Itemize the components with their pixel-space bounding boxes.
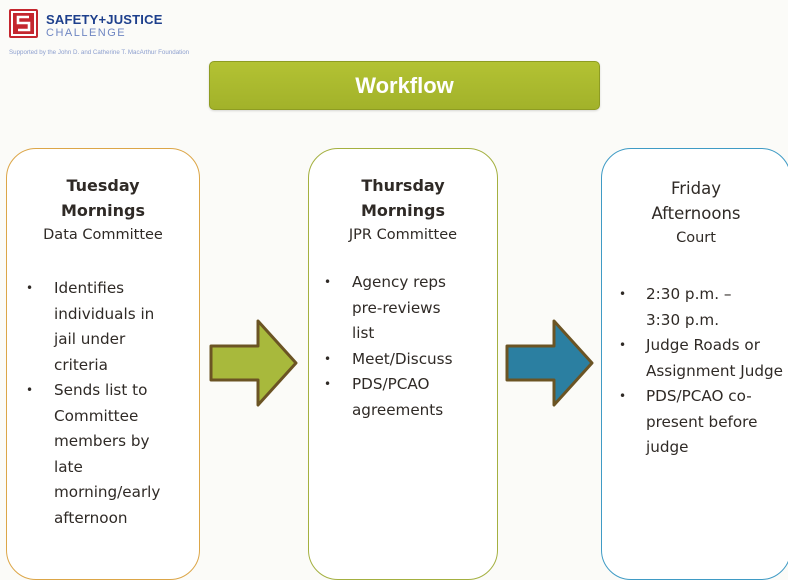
card-friday: Friday Afternoons Court 2:30 p.m. – 3:30…	[601, 148, 788, 580]
list-item: Meet/Discuss	[324, 347, 492, 373]
card-list: Identifies individuals in jail under cri…	[26, 276, 199, 531]
list-item: 2:30 p.m. – 3:30 p.m.	[619, 282, 758, 333]
logo: SAFETY+JUSTICE CHALLENGE Supported by th…	[9, 9, 229, 89]
card-title-line1: Friday	[670, 179, 721, 198]
right-arrow-icon	[505, 319, 594, 407]
list-item: Judge Roads or Assignment Judge	[619, 333, 784, 384]
card-list: 2:30 p.m. – 3:30 p.m. Judge Roads or Ass…	[619, 282, 788, 461]
logo-subtitle: CHALLENGE	[46, 27, 127, 39]
card-title-line1: Thursday	[361, 176, 445, 195]
workflow-banner: Workflow	[209, 61, 600, 110]
card-title-line2: Afternoons	[651, 204, 741, 223]
logo-title: SAFETY+JUSTICE	[46, 12, 163, 27]
card-subtitle: Court	[676, 230, 716, 246]
list-item: PDS/PCAO co-present before judge	[619, 384, 758, 461]
banner-title: Workflow	[355, 72, 454, 98]
card-tuesday: Tuesday Mornings Data Committee Identifi…	[6, 148, 200, 580]
logo-support-text: Supported by the John D. and Catherine T…	[9, 49, 190, 56]
right-arrow-icon	[209, 319, 298, 407]
card-list: Agency reps pre-reviews list Meet/Discus…	[324, 270, 497, 423]
card-title-line1: Tuesday	[66, 176, 140, 195]
card-title-line2: Mornings	[360, 201, 446, 220]
card-thursday: Thursday Mornings JPR Committee Agency r…	[308, 148, 498, 580]
list-item: Agency reps pre-reviews list	[324, 270, 464, 347]
list-item: Sends list to Committee members by late …	[26, 378, 182, 531]
list-item: Identifies individuals in jail under cri…	[26, 276, 178, 378]
card-subtitle: JPR Committee	[348, 227, 458, 243]
card-subtitle: Data Committee	[43, 227, 163, 243]
logo-mark-icon	[9, 9, 38, 38]
list-item: PDS/PCAO agreements	[324, 372, 468, 423]
card-title-line2: Mornings	[60, 201, 146, 220]
